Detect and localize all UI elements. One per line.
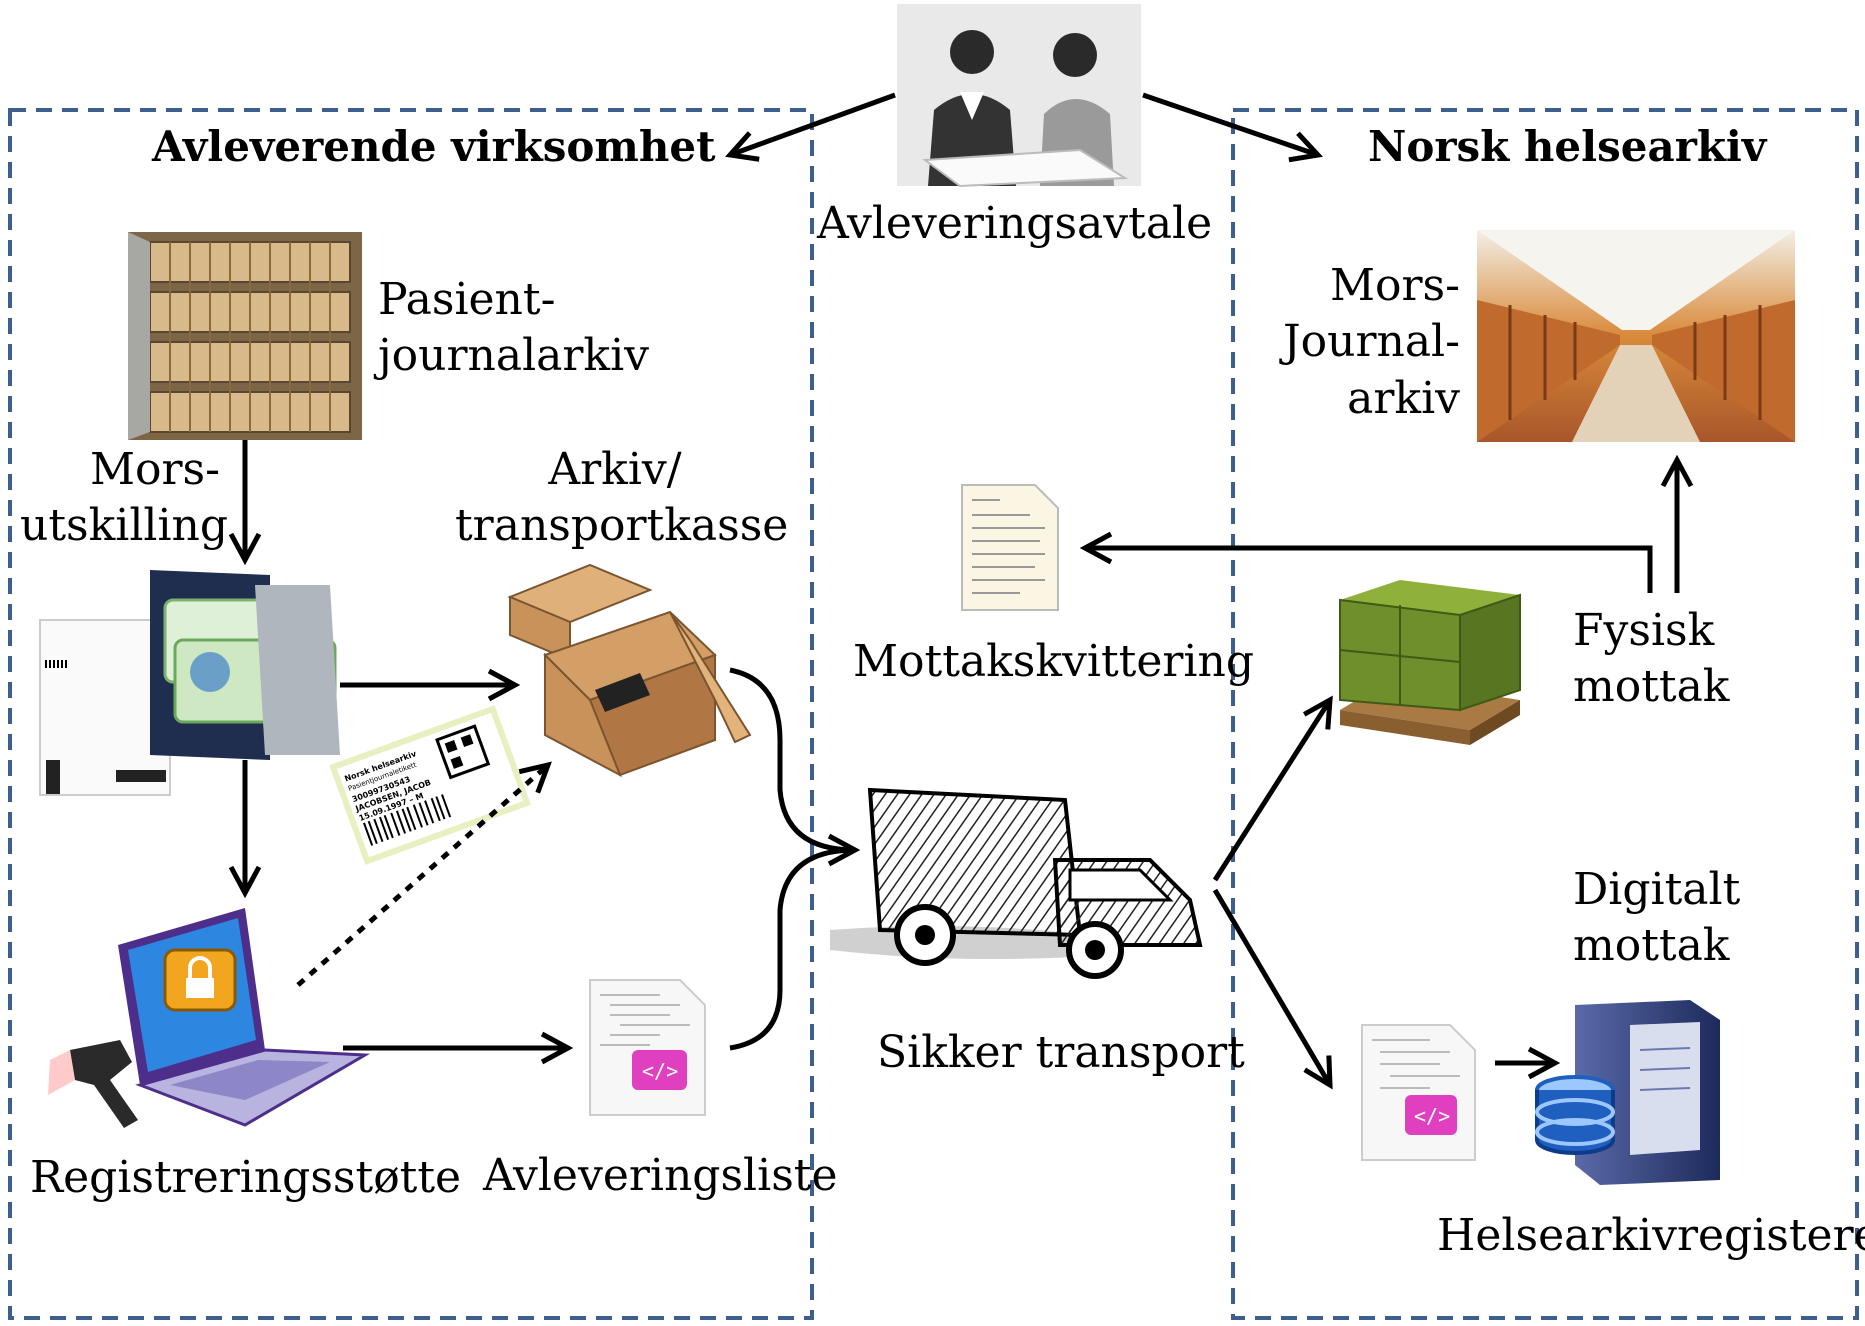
arrow-box-to-truck xyxy=(729,667,861,867)
mors-journal-line-2: Journal- xyxy=(1282,316,1460,368)
arrow-laptop-to-label xyxy=(296,761,552,987)
archive-box-label: Arkiv/ transportkasse xyxy=(455,442,789,555)
box-icon xyxy=(507,563,752,778)
agreement-label: Avleveringsavtale xyxy=(817,198,1213,249)
mors-journal-line-3: arkiv xyxy=(1347,372,1460,424)
barcode-label-icon: Norsk helsearkiv Pasientjournaletikett 3… xyxy=(329,705,531,865)
registration-support-label: Registreringsstøtte xyxy=(30,1152,462,1203)
secure-transport-label: Sikker transport xyxy=(877,1027,1245,1078)
laptop-lock-icon xyxy=(118,908,371,1127)
receipt-label: Mottakskvittering xyxy=(853,636,1254,687)
database-server-icon xyxy=(1535,1000,1720,1185)
arrow-agreement-to-left xyxy=(725,92,896,162)
mors-journal-line-1: Mors- xyxy=(1329,260,1460,311)
arrow-agreement-to-right xyxy=(1142,92,1323,163)
mors-journal-archive-label: Mors- Journal- arkiv xyxy=(1250,258,1460,427)
arrow-truck-to-xml xyxy=(1212,888,1333,1090)
mors-separation-line-2: utskilling xyxy=(20,500,229,552)
health-archive-register-label: Helsearkivregisteret xyxy=(1437,1210,1865,1261)
svg-text:</>: </> xyxy=(642,1059,678,1083)
xml-document-icon: </> xyxy=(589,979,706,1116)
patient-archive-line-2: journalarkiv xyxy=(378,330,650,382)
mors-separation-line-1: Mors- xyxy=(89,444,220,495)
archive-box-line-1: Arkiv/ xyxy=(548,444,682,495)
svg-text:</>: </> xyxy=(1414,1104,1450,1128)
digital-receipt-line-1: Digitalt xyxy=(1573,864,1741,915)
delivery-list-label: Avleveringsliste xyxy=(483,1150,838,1201)
truck-icon xyxy=(830,787,1203,979)
patient-archive-line-1: Pasient- xyxy=(378,274,556,325)
physical-receipt-line-1: Fysisk xyxy=(1573,605,1715,656)
digital-receipt-label: Digitalt mottak xyxy=(1573,862,1740,975)
archive-shelves-icon xyxy=(128,232,362,440)
right-section-title: Norsk helsearkiv xyxy=(1368,122,1767,171)
left-section-title: Avleverende virksomhet xyxy=(152,122,716,171)
right-section-frame xyxy=(1231,108,1859,1320)
archive-hall-icon xyxy=(1477,230,1795,442)
receipt-document-icon xyxy=(961,484,1059,611)
physical-receipt-label: Fysisk mottak xyxy=(1573,603,1729,716)
folders-icon xyxy=(39,570,340,796)
patient-archive-label: Pasient- journalarkiv xyxy=(378,272,649,385)
barcode-scanner-icon xyxy=(48,1040,138,1128)
register-xml-document-icon: </> xyxy=(1361,1024,1476,1161)
left-section-frame xyxy=(8,108,814,1320)
mors-separation-label: Mors- utskilling xyxy=(20,442,229,555)
physical-receipt-line-2: mottak xyxy=(1573,661,1730,713)
digital-receipt-line-2: mottak xyxy=(1573,920,1730,972)
flow-arrows xyxy=(228,92,1694,1090)
pallet-boxes-icon xyxy=(1339,580,1521,745)
meeting-people-icon xyxy=(897,4,1141,188)
arrow-list-to-truck xyxy=(729,847,856,1051)
archive-box-line-2: transportkasse xyxy=(455,500,789,552)
arrow-truck-to-pallet xyxy=(1212,695,1333,882)
arrow-physical-to-receipt xyxy=(1079,531,1653,593)
